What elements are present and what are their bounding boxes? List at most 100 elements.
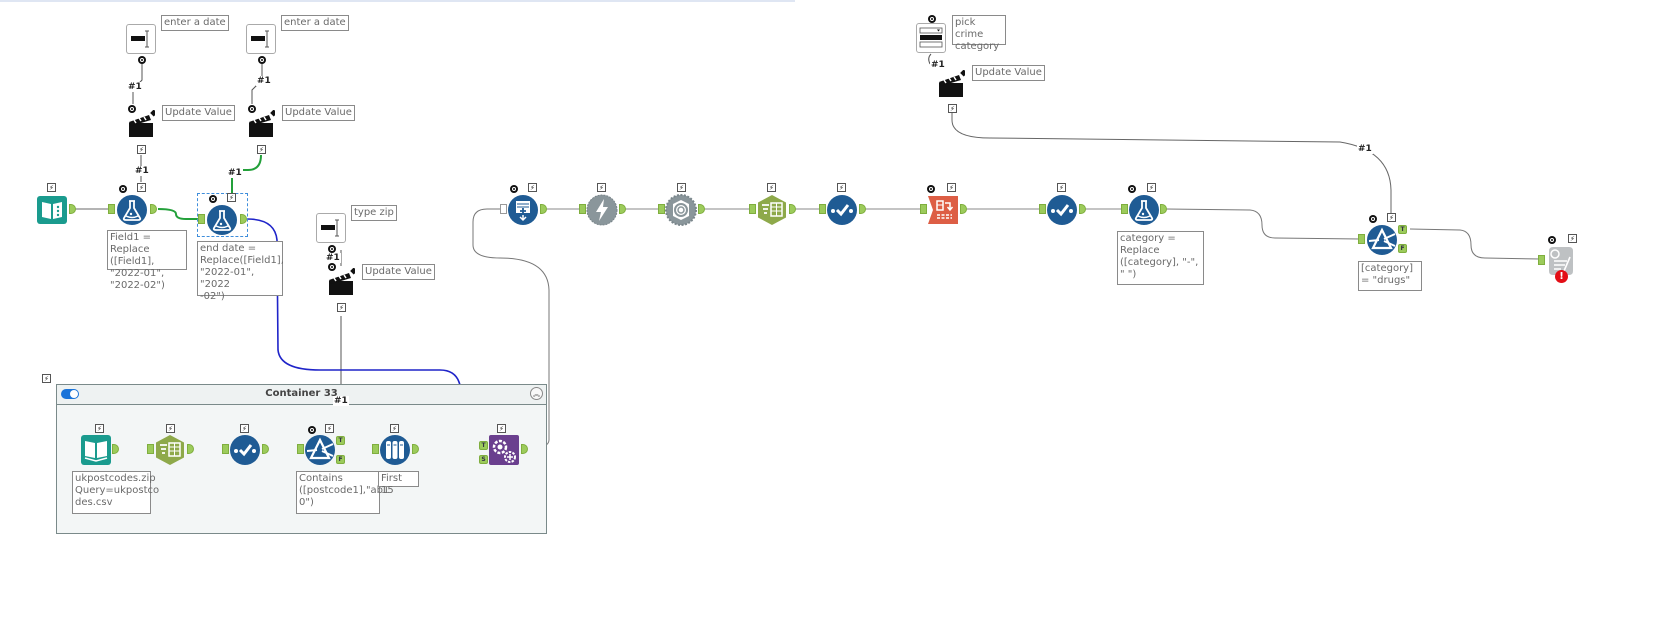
input-data-tool[interactable] — [80, 434, 112, 466]
download-tool[interactable] — [507, 194, 539, 226]
input-anchor[interactable] — [147, 444, 154, 454]
output-anchor[interactable] — [521, 444, 528, 454]
false-anchor[interactable]: F — [1398, 244, 1407, 253]
true-anchor[interactable]: T — [1398, 225, 1407, 234]
select-records-tool-c[interactable] — [154, 434, 186, 466]
bolt-icon[interactable]: ⚡ — [227, 193, 236, 202]
input-anchor[interactable] — [500, 204, 507, 214]
output-anchor[interactable] — [859, 204, 866, 214]
formula-tool-2[interactable] — [206, 204, 238, 236]
false-anchor[interactable]: F — [336, 455, 345, 464]
select-tool-2[interactable] — [1046, 194, 1078, 226]
question-anchor-icon[interactable] — [248, 105, 256, 113]
action-tool-4[interactable] — [937, 69, 968, 98]
container-enable-toggle[interactable] — [61, 389, 79, 399]
input-anchor[interactable] — [920, 204, 927, 214]
browse-tool[interactable] — [1545, 245, 1577, 277]
bolt-icon[interactable]: ⚡ — [47, 183, 56, 192]
zip-text-box[interactable] — [316, 213, 346, 243]
text-input-tool[interactable] — [36, 194, 68, 226]
question-anchor-icon[interactable] — [328, 245, 336, 253]
bolt-icon[interactable]: ⚡ — [390, 424, 399, 433]
bolt-icon[interactable]: ⚡ — [528, 183, 537, 192]
bolt-icon[interactable]: ⚡ — [948, 104, 957, 113]
action-tool-3[interactable] — [327, 267, 358, 296]
bolt-icon[interactable]: ⚡ — [325, 424, 334, 433]
input-anchor[interactable] — [198, 214, 205, 224]
macro-s-anchor[interactable]: S — [479, 455, 488, 464]
output-anchor[interactable] — [789, 204, 796, 214]
output-anchor[interactable] — [69, 204, 76, 214]
container-header[interactable]: Container 33 ︽ — [57, 385, 546, 405]
output-anchor[interactable] — [240, 214, 247, 224]
filter-tool-c[interactable] — [304, 434, 336, 466]
dynamic-input-tool[interactable] — [586, 194, 618, 226]
output-anchor[interactable] — [1079, 204, 1086, 214]
formula-tool-1[interactable] — [116, 194, 148, 226]
input-anchor[interactable] — [1039, 204, 1046, 214]
input-anchor[interactable] — [658, 204, 665, 214]
select-tool-c[interactable] — [229, 434, 261, 466]
bolt-icon[interactable]: ⚡ — [1147, 183, 1156, 192]
filter-tool[interactable] — [1366, 224, 1398, 256]
collapse-button[interactable]: ︽ — [530, 387, 543, 400]
input-anchor[interactable] — [372, 444, 379, 454]
input-anchor[interactable] — [1538, 255, 1545, 265]
question-anchor-icon[interactable] — [128, 105, 136, 113]
input-anchor[interactable] — [1121, 204, 1128, 214]
output-anchor[interactable] — [1160, 204, 1167, 214]
question-anchor-icon[interactable] — [328, 263, 336, 271]
bolt-icon[interactable]: ⚡ — [337, 303, 346, 312]
sample-tool[interactable] — [379, 434, 411, 466]
bolt-icon[interactable]: ⚡ — [767, 183, 776, 192]
input-anchor[interactable] — [579, 204, 586, 214]
macro-tool[interactable] — [488, 434, 520, 466]
bolt-icon[interactable]: ⚡ — [1057, 183, 1066, 192]
question-anchor-icon[interactable] — [308, 426, 316, 434]
bolt-icon[interactable]: ⚡ — [257, 145, 266, 154]
question-anchor-icon[interactable] — [1548, 236, 1556, 244]
question-anchor-icon[interactable] — [209, 195, 217, 203]
output-anchor[interactable] — [262, 444, 269, 454]
question-anchor-icon[interactable] — [927, 185, 935, 193]
bolt-icon[interactable]: ⚡ — [497, 424, 506, 433]
question-anchor-icon[interactable] — [510, 185, 518, 193]
question-anchor-icon[interactable] — [1369, 215, 1377, 223]
bolt-icon[interactable]: ⚡ — [1568, 234, 1577, 243]
question-anchor-icon[interactable] — [1128, 185, 1136, 193]
bolt-icon[interactable]: ⚡ — [837, 183, 846, 192]
bolt-icon[interactable]: ⚡ — [95, 424, 104, 433]
date-input-2[interactable] — [246, 24, 276, 54]
bolt-icon[interactable]: ⚡ — [597, 183, 606, 192]
output-anchor[interactable] — [150, 204, 157, 214]
cross-tab-tool[interactable] — [927, 194, 959, 226]
output-anchor[interactable] — [960, 204, 967, 214]
input-anchor[interactable] — [108, 204, 115, 214]
input-anchor[interactable] — [749, 204, 756, 214]
question-anchor-icon[interactable] — [258, 56, 266, 64]
bolt-icon[interactable]: ⚡ — [1387, 213, 1396, 222]
bolt-icon[interactable]: ⚡ — [166, 424, 175, 433]
true-anchor[interactable]: T — [336, 436, 345, 445]
output-anchor[interactable] — [112, 444, 119, 454]
formula-tool-3[interactable] — [1128, 194, 1160, 226]
input-anchor[interactable] — [819, 204, 826, 214]
input-anchor[interactable] — [222, 444, 229, 454]
output-anchor[interactable] — [412, 444, 419, 454]
action-tool-2[interactable] — [247, 109, 278, 138]
select-tool-1[interactable] — [826, 194, 858, 226]
output-anchor[interactable] — [698, 204, 705, 214]
output-anchor[interactable] — [540, 204, 547, 214]
bolt-icon[interactable]: ⚡ — [137, 183, 146, 192]
output-anchor[interactable] — [187, 444, 194, 454]
macro-t-anchor[interactable]: T — [479, 441, 488, 450]
json-parse-tool[interactable] — [665, 194, 697, 226]
question-anchor-icon[interactable] — [928, 15, 936, 23]
date-input-1[interactable] — [126, 24, 156, 54]
select-records-tool[interactable] — [756, 194, 788, 226]
bolt-icon[interactable]: ⚡ — [137, 145, 146, 154]
input-anchor[interactable] — [1358, 234, 1365, 244]
action-tool-1[interactable] — [127, 109, 158, 138]
input-anchor[interactable] — [297, 444, 304, 454]
